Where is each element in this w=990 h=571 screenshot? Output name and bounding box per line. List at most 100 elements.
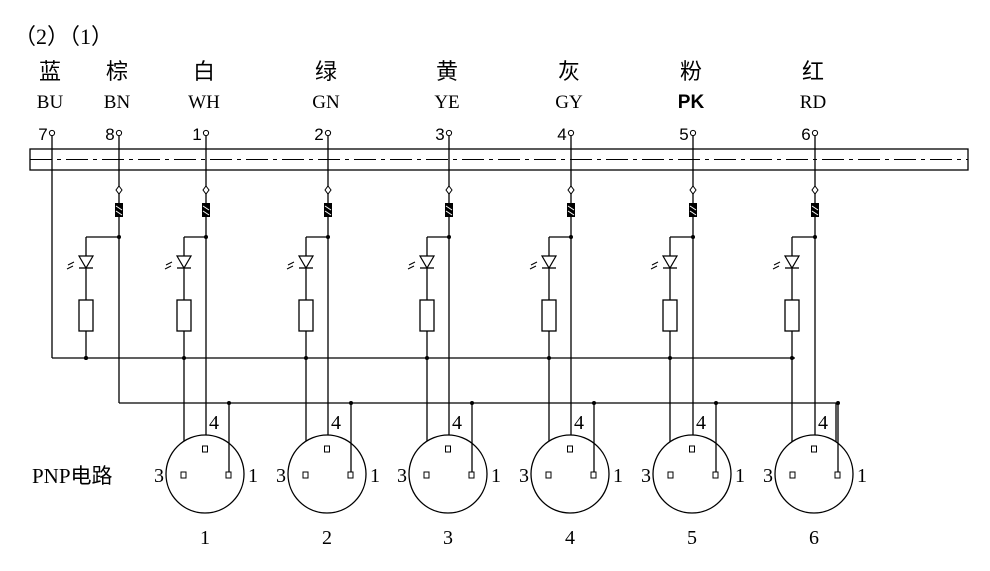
connector-4: 4 3 1 4 — [519, 401, 623, 549]
pin-label-top: 4 — [331, 412, 341, 434]
ferrule — [567, 203, 575, 217]
wire-pin-number: 3 — [435, 125, 444, 144]
pin-label-left: 3 — [519, 465, 529, 487]
signal-wire — [445, 136, 453, 452]
wire-color-name: 红 — [802, 60, 824, 85]
connector-circle — [408, 434, 488, 514]
led-icon — [783, 255, 801, 270]
sensor-channel — [529, 235, 573, 476]
connector-circle — [287, 434, 367, 514]
connector-circle — [652, 434, 732, 514]
wire-color-code: PK — [678, 92, 705, 113]
wire-color-code: YE — [434, 92, 459, 113]
pin-label-top: 4 — [209, 412, 219, 434]
wire-gy: 灰 GY 4 — [555, 60, 583, 144]
wire-pin-number: 6 — [801, 125, 810, 144]
wire-pin-number: 8 — [105, 125, 114, 144]
splice-marker — [115, 185, 123, 195]
header-note: （2）（1） — [14, 24, 113, 49]
terminal-dot — [115, 129, 123, 137]
splice-marker — [689, 185, 697, 195]
ferrule — [115, 203, 123, 217]
wire-pin-number: 4 — [557, 125, 566, 144]
signal-wire — [202, 136, 210, 452]
led-icon — [175, 255, 193, 270]
pin-label-left: 3 — [763, 465, 773, 487]
resistor — [419, 299, 435, 332]
resistor — [78, 299, 94, 332]
wire-rd: 红 RD 6 — [800, 60, 826, 144]
wire-bn: 棕 BN 8 — [104, 60, 131, 144]
wire-color-name: 粉 — [680, 60, 702, 85]
connector-circle — [165, 434, 245, 514]
signal-wire — [689, 136, 697, 452]
resistor — [541, 299, 557, 332]
signal-wire — [811, 136, 819, 452]
connector-number: 6 — [809, 527, 819, 549]
sensor-channel — [772, 235, 817, 476]
signal-wire — [324, 136, 332, 452]
connector-circle — [774, 434, 854, 514]
terminal-dot — [689, 129, 697, 137]
splice-marker — [567, 185, 575, 195]
pin-label-top: 4 — [818, 412, 828, 434]
signal-wire — [567, 136, 575, 452]
terminal-dot — [324, 129, 332, 137]
resistor — [176, 299, 192, 332]
splice-marker — [811, 185, 819, 195]
connector-circle — [530, 434, 610, 514]
resistor — [662, 299, 678, 332]
pin-label-left: 3 — [397, 465, 407, 487]
terminal-dot — [567, 129, 575, 137]
pin-label-top: 4 — [574, 412, 584, 434]
pin-label-right: 1 — [735, 465, 745, 487]
wire-color-name: 白 — [193, 60, 215, 85]
connector-number: 4 — [565, 527, 575, 549]
pin-label-right: 1 — [613, 465, 623, 487]
pin-label-left: 3 — [154, 465, 164, 487]
wire-color-name: 黄 — [436, 60, 458, 85]
ferrule — [689, 203, 697, 217]
pin-label-top: 4 — [452, 412, 462, 434]
led-icon — [77, 255, 95, 270]
circuit-label: PNP电路 — [32, 464, 113, 488]
splice-marker — [445, 185, 453, 195]
pin-label-right: 1 — [857, 465, 867, 487]
terminal-dot — [811, 129, 819, 137]
terminal-dot — [445, 129, 453, 137]
connector-6: 4 3 1 6 — [763, 401, 867, 549]
wire-color-name: 蓝 — [39, 60, 61, 85]
wire-pin-number: 2 — [314, 125, 323, 144]
wire-pin-number: 7 — [38, 125, 47, 144]
terminal-dot — [48, 129, 56, 137]
pin-label-right: 1 — [491, 465, 501, 487]
wire-color-code: RD — [800, 92, 826, 113]
ferrule — [811, 203, 819, 217]
terminal-dot — [202, 129, 210, 137]
pin-label-right: 1 — [248, 465, 258, 487]
connector-number: 3 — [443, 527, 453, 549]
wire-color-code: GY — [555, 92, 583, 113]
wire-color-name: 灰 — [558, 60, 580, 85]
pin-label-top: 4 — [696, 412, 706, 434]
pin-label-right: 1 — [370, 465, 380, 487]
pin-label-left: 3 — [276, 465, 286, 487]
bus-lines — [52, 357, 836, 404]
splice-marker — [202, 185, 210, 195]
sensor-channel — [650, 235, 695, 476]
ferrule — [202, 203, 210, 217]
wire-color-code: BN — [104, 92, 131, 113]
led-icon — [418, 255, 436, 270]
wire-color-name: 棕 — [106, 60, 128, 85]
wire-pin-number: 1 — [192, 125, 201, 144]
